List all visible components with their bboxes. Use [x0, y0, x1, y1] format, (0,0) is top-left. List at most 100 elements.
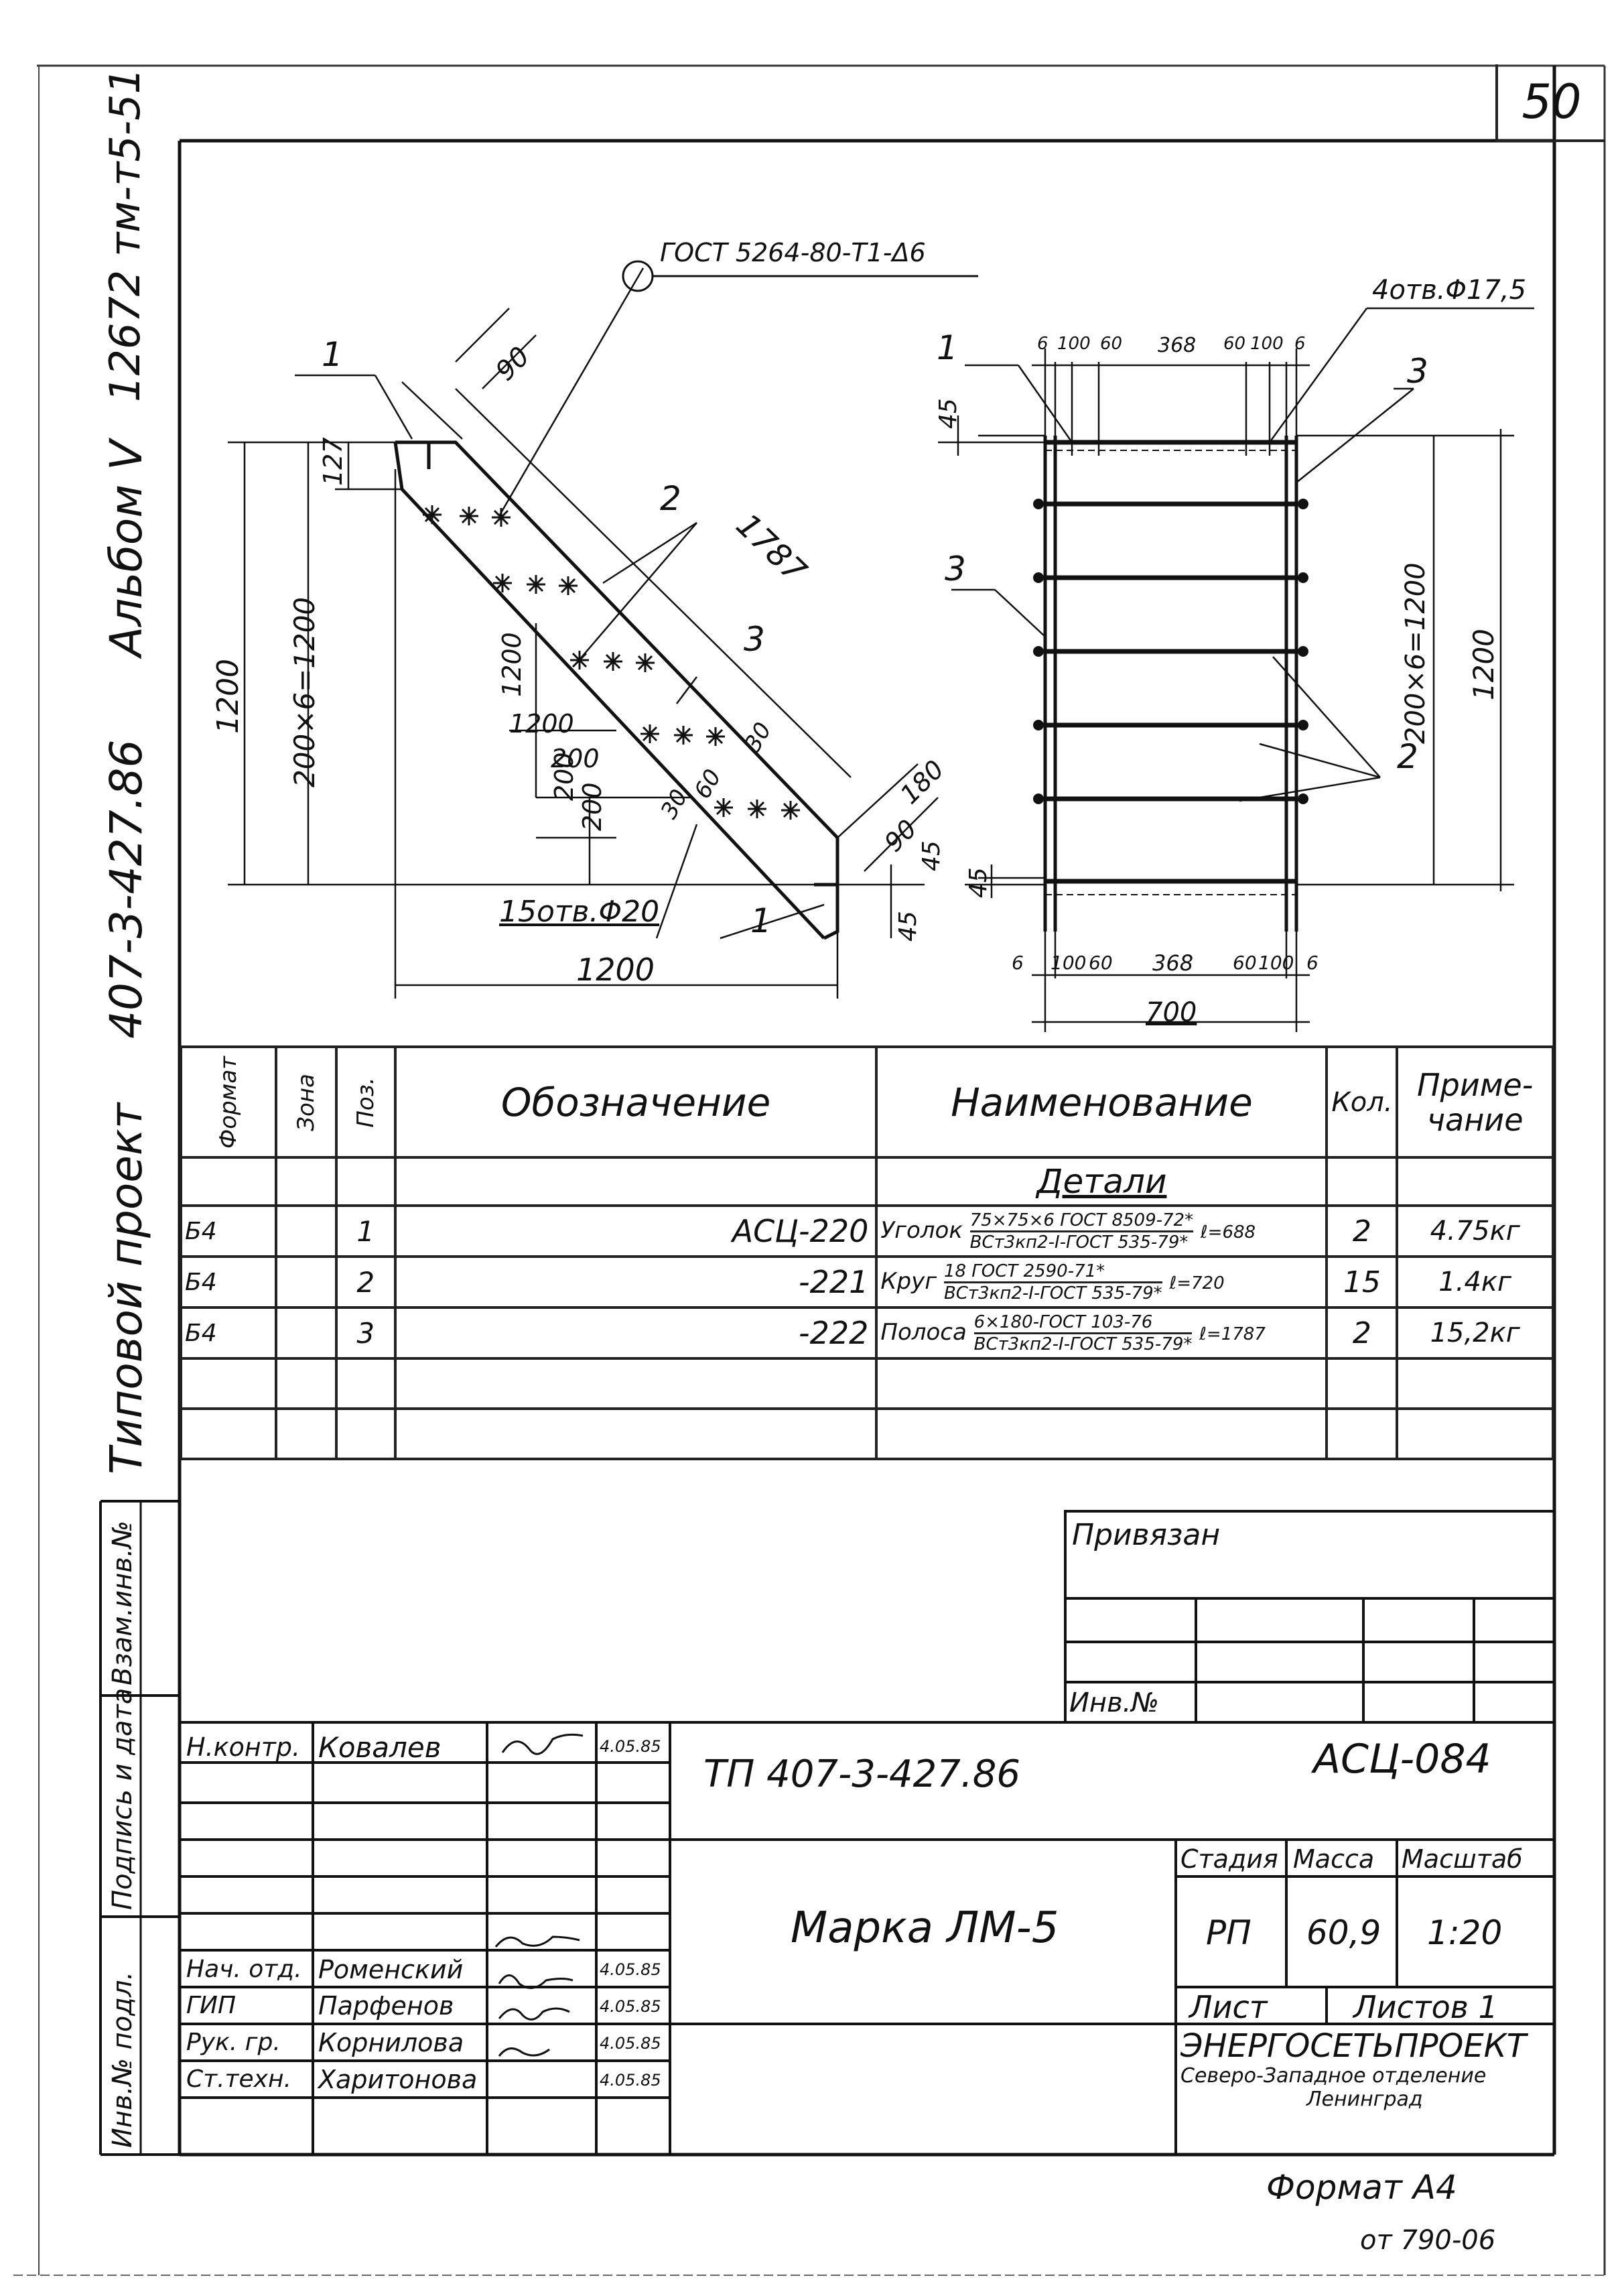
- row2-length: ℓ=720: [1169, 1273, 1225, 1293]
- bottom-dim-60b: 60: [1233, 952, 1257, 974]
- row2-pos: 2: [334, 1255, 397, 1309]
- tb-org: ЭНЕРГОСЕТЬПРОЕКТ: [1180, 2027, 1527, 2065]
- tb-role-2: ГИП: [186, 1992, 236, 2019]
- tb-name-4: Харитонова: [318, 2065, 478, 2094]
- total-width-700: 700: [1146, 997, 1197, 1028]
- ladder-front-view: [938, 307, 1534, 1032]
- weld-ref-label: ГОСТ 5264-80-Т1-Δ6: [660, 238, 926, 267]
- top-dim-60a: 60: [1100, 334, 1123, 354]
- tb-title: Марка ЛМ-5: [791, 1903, 1059, 1953]
- row2-name: Круг 18 ГОСТ 2590-71*ВСт3кп2-I-ГОСТ 535-…: [875, 1255, 1329, 1309]
- row3-designation: -222: [393, 1306, 878, 1360]
- dim-1200-bottom: 1200: [576, 952, 655, 988]
- row1-qty: 2: [1325, 1204, 1399, 1258]
- tb-date-2: 4.05.85: [600, 1997, 661, 2016]
- row1-designation: АСЦ-220: [393, 1204, 878, 1258]
- tb-sheet-label: Лист: [1189, 1989, 1268, 2025]
- right-callout-1: 1: [937, 328, 958, 367]
- tb-date-1: 4.05.85: [600, 1960, 661, 1979]
- format-label: Формат А4: [1266, 2168, 1457, 2207]
- dim-200-a: 200: [551, 744, 600, 773]
- bottom-dim-100a: 100: [1051, 952, 1087, 974]
- tb-scale: 1:20: [1427, 1913, 1503, 1952]
- tb-name-0: Ковалев: [318, 1731, 442, 1764]
- bottom-dim-368: 368: [1152, 950, 1194, 976]
- row1-name: Уголок 75×75×6 ГОСТ 8509-72*ВСт3кп2-I-ГО…: [875, 1204, 1329, 1258]
- bottom-dim-6a: 6: [1012, 952, 1024, 974]
- callout-1-bottom: 1: [750, 901, 772, 940]
- row3-length: ℓ=1787: [1199, 1324, 1266, 1344]
- row3-note: 15,2кг: [1396, 1306, 1554, 1360]
- hdr-format: Формат: [180, 1045, 277, 1159]
- top-dim-368: 368: [1158, 334, 1197, 357]
- right-callout-3-left: 3: [945, 550, 966, 588]
- tb-date-3: 4.05.85: [600, 2034, 661, 2053]
- stair-side-view: [228, 260, 978, 999]
- top-dim-60b: 60: [1223, 334, 1246, 354]
- row1-pos: 1: [334, 1204, 397, 1258]
- row2-format: Б4: [180, 1255, 277, 1309]
- top-dim-6b: 6: [1294, 334, 1306, 354]
- tb-role-3: Рук. гр.: [186, 2029, 281, 2056]
- tb-role-0: Н.контр.: [186, 1732, 301, 1762]
- tb-role-1: Нач. отд.: [186, 1956, 302, 1983]
- tb-scale-label: Масштаб: [1402, 1844, 1523, 1874]
- tb-date-0: 4.05.85: [600, 1737, 661, 1756]
- hdr-pos: Поз.: [334, 1045, 397, 1159]
- row3-name-bottom: ВСт3кп2-I-ГОСТ 535-79*: [973, 1334, 1193, 1354]
- tb-name-1: Роменский: [318, 1955, 464, 1984]
- privyazan-label: Привязан: [1072, 1518, 1221, 1552]
- callout-2: 2: [660, 479, 681, 518]
- bottom-dim-60a: 60: [1089, 952, 1113, 974]
- tb-org-sub2: Ленинград: [1306, 2088, 1423, 2111]
- right-callout-3-right: 3: [1407, 352, 1428, 391]
- row2-note: 1.4кг: [1396, 1255, 1554, 1309]
- holes-note-left: 15отв.Φ20: [499, 895, 660, 929]
- tb-sheets-label: Листов 1: [1353, 1989, 1498, 2025]
- row1-name-frac: 75×75×6 ГОСТ 8509-72*ВСт3кп2-I-ГОСТ 535-…: [969, 1210, 1194, 1253]
- row1-name-bottom: ВСт3кп2-I-ГОСТ 535-79*: [969, 1232, 1189, 1253]
- callout-3: 3: [744, 620, 765, 659]
- privyazan-inv-label: Инв.№: [1069, 1687, 1159, 1718]
- dim-1200-inner-h: 1200: [509, 709, 574, 739]
- row2-name-word: Круг: [880, 1267, 937, 1295]
- row3-pos: 3: [334, 1306, 397, 1360]
- tb-stage-label: Стадия: [1180, 1844, 1278, 1874]
- top-dim-100b: 100: [1250, 334, 1284, 354]
- row3-name-top: 6×180-ГОСТ 103-76: [973, 1312, 1193, 1334]
- row2-designation: -221: [393, 1255, 878, 1309]
- right-callout-2: 2: [1397, 737, 1418, 776]
- tb-name-3: Корнилова: [318, 2028, 464, 2057]
- row1-name-word: Уголок: [880, 1216, 963, 1244]
- hdr-zone: Зона: [274, 1045, 338, 1159]
- row3-name-word: Полоса: [880, 1318, 967, 1346]
- top-dim-100a: 100: [1057, 334, 1091, 354]
- tb-mass-label: Масса: [1293, 1844, 1375, 1874]
- table-row: Б4 2 -221 Круг 18 ГОСТ 2590-71*ВСт3кп2-I…: [180, 1255, 1554, 1309]
- row2-name-bottom: ВСт3кп2-I-ГОСТ 535-79*: [943, 1283, 1162, 1303]
- callout-1-top: 1: [322, 335, 343, 374]
- hdr-designation: Обозначение: [393, 1045, 878, 1159]
- spec-table: Формат Зона Поз. Обозначение Наименовани…: [180, 1045, 1554, 1460]
- row1-name-top: 75×75×6 ГОСТ 8509-72*: [969, 1210, 1194, 1232]
- row3-qty: 2: [1325, 1306, 1399, 1360]
- tb-name-2: Парфенов: [318, 1991, 454, 2021]
- row1-note: 4.75кг: [1396, 1204, 1554, 1258]
- bottom-dim-100b: 100: [1258, 952, 1294, 974]
- table-row: Б4 1 АСЦ-220 Уголок 75×75×6 ГОСТ 8509-72…: [180, 1204, 1554, 1258]
- row2-qty: 15: [1325, 1255, 1399, 1309]
- row3-format: Б4: [180, 1306, 277, 1360]
- row1-length: ℓ=688: [1200, 1222, 1256, 1242]
- row1-format: Б4: [180, 1204, 277, 1258]
- footer-code: от 790-06: [1360, 2225, 1496, 2256]
- tb-mark-code: АСЦ-084: [1313, 1736, 1491, 1783]
- hdr-name: Наименование: [875, 1045, 1329, 1159]
- row2-name-frac: 18 ГОСТ 2590-71*ВСт3кп2-I-ГОСТ 535-79*: [943, 1261, 1162, 1303]
- bottom-dim-6b: 6: [1306, 952, 1319, 974]
- hdr-qty: Кол.: [1325, 1045, 1399, 1159]
